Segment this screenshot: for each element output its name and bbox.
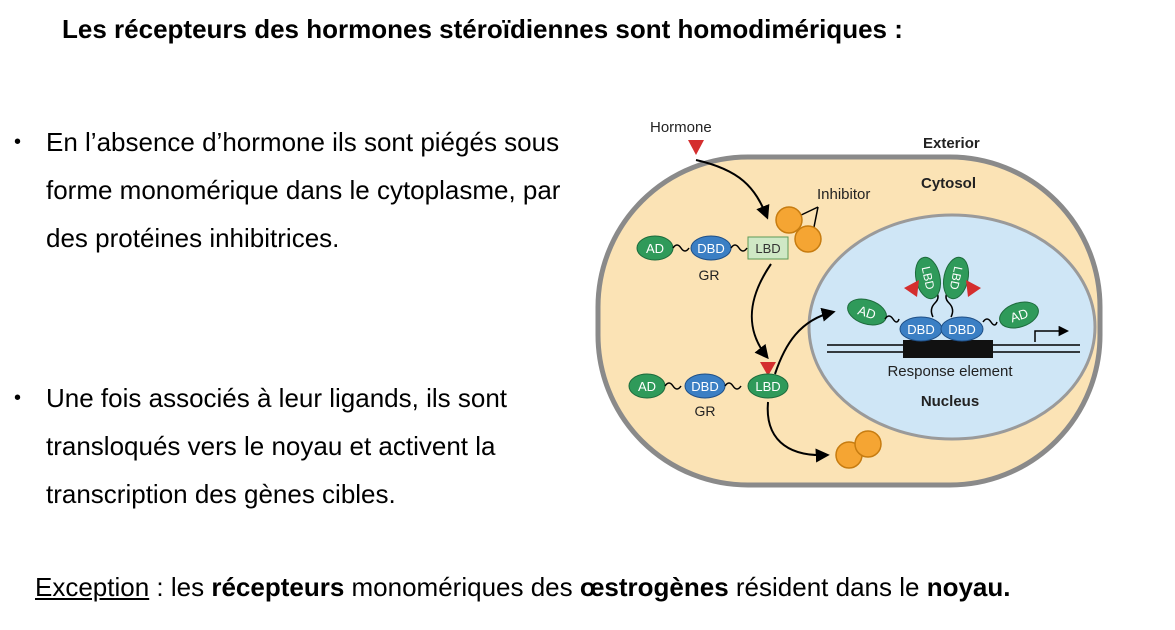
exception-bold-word: récepteurs <box>211 572 345 602</box>
inhibitor-release-arrow <box>766 401 830 463</box>
exception-text: : les <box>149 572 212 602</box>
nuclear-translocation-arrow <box>774 307 836 375</box>
dbd-label: DBD <box>948 322 975 337</box>
dbd-label: DBD <box>907 322 934 337</box>
lbd-label: LBD <box>755 241 780 256</box>
linker <box>664 382 682 390</box>
exception-bold-word: noyau. <box>926 572 1011 602</box>
bullet-text: En l’absence d’hormone ils sont piégés s… <box>46 127 561 253</box>
lbd-label: LBD <box>755 379 780 394</box>
linker <box>672 244 690 252</box>
inhibitor-sphere <box>794 225 822 253</box>
bullet-item: • Une fois associés à leur ligands, ils … <box>14 374 584 518</box>
cytosol-label: Cytosol <box>921 175 976 192</box>
ad-label: AD <box>856 303 878 323</box>
page-title: Les récepteurs des hormones stéroïdienne… <box>62 14 903 44</box>
bullet-text: Une fois associés à leur ligands, ils so… <box>46 383 508 509</box>
hormone-icon <box>688 140 704 155</box>
linker <box>730 244 748 252</box>
bound-hormone-icon <box>904 280 919 297</box>
ad-label: AD <box>638 379 656 394</box>
ad-label: AD <box>646 241 664 256</box>
linker <box>724 382 742 390</box>
dbd-label: DBD <box>691 379 718 394</box>
activation-arrow <box>750 263 772 360</box>
gr-label: GR <box>699 267 720 283</box>
lbd-label: LBD <box>947 265 966 291</box>
exception-label: Exception <box>35 572 150 602</box>
gr-label: GR <box>695 403 716 419</box>
transcription-start-arrow <box>1034 325 1070 342</box>
lbd-label: LBD <box>919 265 938 291</box>
lbd-domain <box>942 256 970 300</box>
receptor-diagram: Hormone Exterior Cytosol Inhibitor AD DB… <box>595 119 1103 488</box>
response-element-label: Response element <box>887 363 1013 380</box>
exterior-label: Exterior <box>923 135 980 152</box>
linker <box>884 315 900 323</box>
dbd-label: DBD <box>697 241 724 256</box>
exception-line: Exception : les récepteurs monomériques … <box>35 572 1010 603</box>
response-element-box <box>903 340 993 358</box>
bullet-item: • En l’absence d’hormone ils sont piégés… <box>14 118 584 262</box>
inhibitor-label: Inhibitor <box>817 186 870 203</box>
inhibitor-sphere <box>775 206 803 234</box>
lbd-domain <box>914 256 942 300</box>
bullet-dot-icon: • <box>14 131 22 153</box>
hormone-entry-arrow <box>695 159 770 220</box>
ad-domain <box>999 301 1039 329</box>
exception-bold-word: œstrogènes <box>579 572 729 602</box>
lbd-domain <box>747 373 789 399</box>
lbd-domain <box>747 236 789 260</box>
ad-label: AD <box>1008 306 1030 326</box>
bullet-dot-icon: • <box>14 387 22 409</box>
exception-text: monomériques des <box>344 572 580 602</box>
nucleus-label: Nucleus <box>921 393 979 410</box>
exception-text: résident dans le <box>728 572 927 602</box>
linker <box>982 318 998 326</box>
bound-hormone-icon <box>760 362 776 376</box>
dbd-domain <box>940 316 984 342</box>
bound-hormone-icon <box>966 280 981 297</box>
released-inhibitor-sphere <box>854 430 882 458</box>
hormone-label: Hormone <box>650 119 712 136</box>
